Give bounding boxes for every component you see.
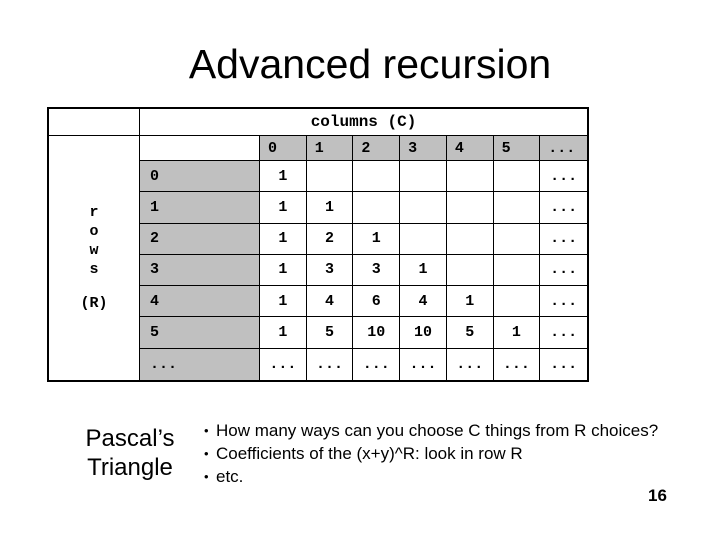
cell-r2-c6: ... <box>540 223 587 255</box>
cell-r5-c4: 5 <box>446 317 494 349</box>
cell-r0-c5 <box>493 161 541 193</box>
row-axis-letter: w <box>89 242 99 259</box>
page-number: 16 <box>648 486 667 505</box>
cell-r1-c4 <box>446 192 494 224</box>
page-title: Advanced recursion <box>188 41 552 87</box>
cell-r5-c2: 10 <box>353 317 401 349</box>
cell-r2-c2: 1 <box>353 223 401 255</box>
cell-r4-c5 <box>493 286 541 318</box>
cell-r0-c4 <box>446 161 494 193</box>
cell-r3-c6: ... <box>540 254 587 287</box>
cell-r2-c1: 2 <box>306 223 354 255</box>
bullet-text: etc. <box>216 467 244 486</box>
col-header-1: 1 <box>306 136 354 161</box>
bullet-icon: • <box>204 446 209 461</box>
cell-r2-c0: 1 <box>260 223 307 255</box>
cell-r6-c0: ... <box>260 348 307 380</box>
col-header-3: 3 <box>400 136 447 161</box>
cell-r2-c4 <box>446 223 494 255</box>
row-label-4: 4 <box>140 286 260 318</box>
cell-r5-c6: ... <box>540 317 587 349</box>
caption: Pascal’s Triangle <box>64 424 196 482</box>
cell-r3-c4 <box>446 254 494 287</box>
row-label-3: 3 <box>140 254 260 287</box>
cell-r6-c1: ... <box>306 348 354 380</box>
cell-r5-c5: 1 <box>493 317 541 349</box>
cell-r5-c3: 10 <box>400 317 447 349</box>
cell-r0-c6: ... <box>540 161 587 193</box>
cell-r3-c2: 3 <box>353 254 401 287</box>
cell-r6-c5: ... <box>493 348 541 380</box>
cell-r4-c2: 6 <box>353 286 401 318</box>
cell-r2-c5 <box>493 223 541 255</box>
cell-r0-c1 <box>306 161 354 193</box>
column-axis-label: columns (C) <box>140 109 587 136</box>
bullet-list: • How many ways can you choose C things … <box>204 419 704 488</box>
list-item: • How many ways can you choose C things … <box>204 419 704 442</box>
col-header-5: 5 <box>493 136 541 161</box>
col-header-6: ... <box>540 136 587 161</box>
bullet-text: Coefficients of the (x+y)^R: look in row… <box>216 444 523 463</box>
row-label-6: ... <box>140 348 260 380</box>
cell-r3-c0: 1 <box>260 254 307 287</box>
row-axis-letter: s <box>89 261 99 278</box>
table-corner-cell <box>49 109 139 136</box>
cell-r1-c0: 1 <box>260 192 307 224</box>
col-header-4: 4 <box>446 136 494 161</box>
cell-r6-c4: ... <box>446 348 494 380</box>
row-label-1: 1 <box>140 192 260 224</box>
cell-r5-c0: 1 <box>260 317 307 349</box>
row-axis-label: r o w s (R) <box>49 136 139 380</box>
list-item: • etc. <box>204 465 704 488</box>
list-item: • Coefficients of the (x+y)^R: look in r… <box>204 442 704 465</box>
grid-corner-cell <box>140 136 260 161</box>
cell-r3-c1: 3 <box>306 254 354 287</box>
cell-r4-c0: 1 <box>260 286 307 318</box>
cell-r0-c3 <box>400 161 447 193</box>
cell-r3-c3: 1 <box>400 254 447 287</box>
cell-r4-c1: 4 <box>306 286 354 318</box>
cell-r4-c6: ... <box>540 286 587 318</box>
cell-r1-c6: ... <box>540 192 587 224</box>
bullet-icon: • <box>204 423 209 438</box>
row-label-0: 0 <box>140 161 260 193</box>
row-axis-letter: r <box>89 204 99 221</box>
cell-r3-c5 <box>493 254 541 287</box>
cell-r0-c0: 1 <box>260 161 307 193</box>
cell-r1-c1: 1 <box>306 192 354 224</box>
cell-r1-c2 <box>353 192 401 224</box>
row-label-5: 5 <box>140 317 260 349</box>
cell-r6-c6: ... <box>540 348 587 380</box>
cell-r0-c2 <box>353 161 401 193</box>
caption-line: Triangle <box>87 454 173 481</box>
bullet-text: How many ways can you choose C things fr… <box>216 421 659 440</box>
cell-r1-c3 <box>400 192 447 224</box>
cell-r6-c2: ... <box>353 348 401 380</box>
col-header-2: 2 <box>353 136 401 161</box>
cell-r4-c4: 1 <box>446 286 494 318</box>
cell-r4-c3: 4 <box>400 286 447 318</box>
row-axis-letter: o <box>89 223 99 240</box>
caption-line: Pascal’s <box>85 425 175 452</box>
bullet-icon: • <box>204 469 209 484</box>
col-header-0: 0 <box>260 136 307 161</box>
cell-r6-c3: ... <box>400 348 447 380</box>
row-axis-suffix: (R) <box>80 295 108 312</box>
row-label-2: 2 <box>140 223 260 255</box>
cell-r2-c3 <box>400 223 447 255</box>
row-axis-column: r o w s (R) <box>49 109 140 380</box>
cell-r1-c5 <box>493 192 541 224</box>
cell-r5-c1: 5 <box>306 317 354 349</box>
